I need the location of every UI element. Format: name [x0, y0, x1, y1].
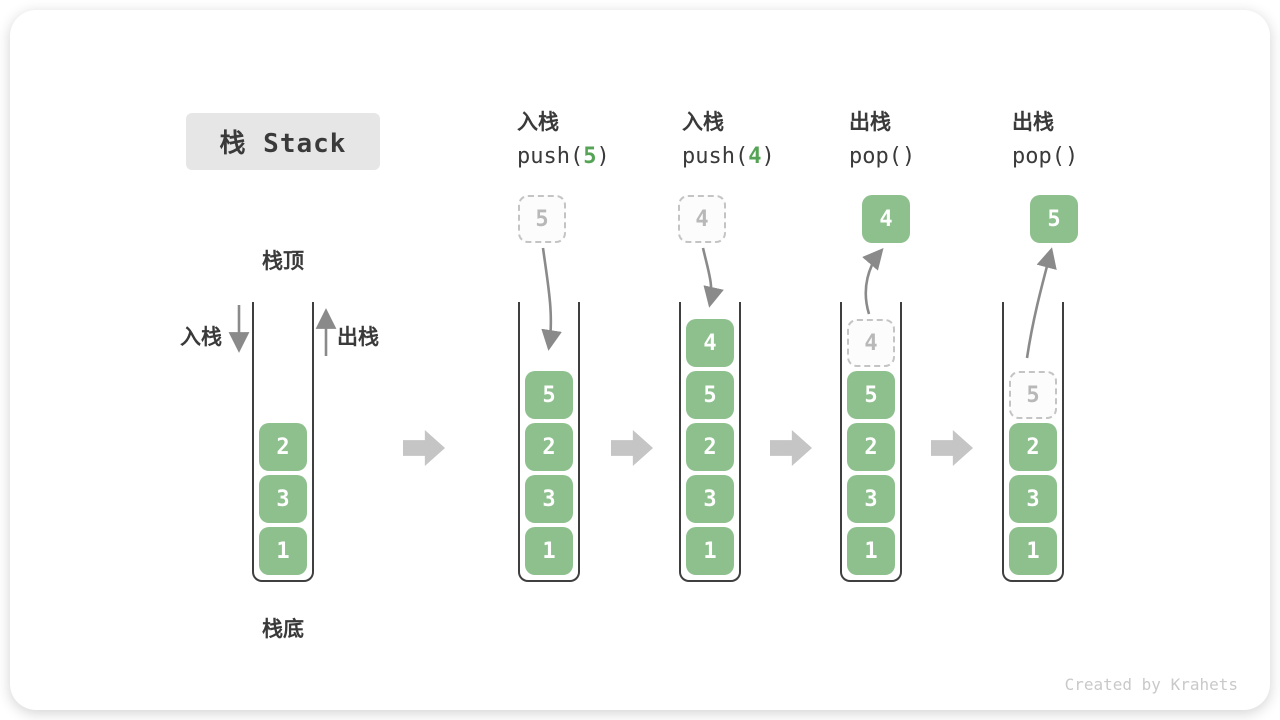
- code-arg: 5: [583, 144, 597, 169]
- stack-block: 1: [686, 527, 734, 575]
- stack-block: 2: [686, 423, 734, 471]
- stack-state-2: 5 2 3 1: [518, 302, 580, 582]
- code-text: pop(: [849, 144, 902, 169]
- watermark: Created by Krahets: [1064, 675, 1238, 694]
- stack-state-5: 5 2 3 1: [1002, 302, 1064, 582]
- op-name: 入栈: [517, 111, 559, 134]
- op-label-pop-1: 出栈 pop(): [849, 106, 915, 169]
- stack-block: 2: [1009, 423, 1057, 471]
- stack-block: 1: [1009, 527, 1057, 575]
- popped-value-box: 5: [1030, 195, 1078, 243]
- stack-top-label: 栈顶: [262, 250, 304, 273]
- code-text: ): [761, 144, 775, 169]
- stack-block: 1: [847, 527, 895, 575]
- stack-bottom-label: 栈底: [262, 618, 304, 641]
- op-code: push(4): [682, 144, 775, 169]
- op-code: pop(): [849, 144, 915, 169]
- stack-block: 5: [847, 371, 895, 419]
- code-text: ): [1064, 144, 1079, 169]
- stack-block: 1: [259, 527, 307, 575]
- stack-state-4: 4 5 2 3 1: [840, 302, 902, 582]
- stack-block: 5: [686, 371, 734, 419]
- op-code: pop(): [1012, 144, 1078, 169]
- code-text: ): [901, 144, 916, 169]
- pushed-value-box: 4: [678, 195, 726, 243]
- stack-block: 2: [847, 423, 895, 471]
- op-name: 出栈: [1012, 111, 1054, 134]
- popped-value-box: 4: [862, 195, 910, 243]
- stack-block: 3: [525, 475, 573, 523]
- op-name: 入栈: [682, 111, 724, 134]
- pushed-value-box: 5: [518, 195, 566, 243]
- stack-block: 3: [259, 475, 307, 523]
- stack-block-removed: 5: [1009, 371, 1057, 419]
- op-label-pop-2: 出栈 pop(): [1012, 106, 1078, 169]
- stack-block: 1: [525, 527, 573, 575]
- code-text: pop(: [1012, 144, 1065, 169]
- stack-block: 2: [259, 423, 307, 471]
- stack-block: 3: [686, 475, 734, 523]
- code-text: ): [596, 144, 610, 169]
- push-side-label: 入栈: [180, 326, 222, 349]
- stack-block: 2: [525, 423, 573, 471]
- op-code: push(5): [517, 144, 610, 169]
- stack-block: 4: [686, 319, 734, 367]
- stack-state-1: 2 3 1: [252, 302, 314, 582]
- pop-side-label: 出栈: [337, 326, 379, 349]
- op-label-push-5: 入栈 push(5): [517, 106, 610, 169]
- stack-block: 5: [525, 371, 573, 419]
- page-title: 栈 Stack: [186, 113, 380, 170]
- code-arg: 4: [748, 144, 762, 169]
- code-text: push(: [682, 144, 749, 169]
- code-text: push(: [517, 144, 584, 169]
- stack-block: 3: [847, 475, 895, 523]
- op-name: 出栈: [849, 111, 891, 134]
- stack-state-3: 4 5 2 3 1: [679, 302, 741, 582]
- op-label-push-4: 入栈 push(4): [682, 106, 775, 169]
- stack-block: 3: [1009, 475, 1057, 523]
- stack-block-removed: 4: [847, 319, 895, 367]
